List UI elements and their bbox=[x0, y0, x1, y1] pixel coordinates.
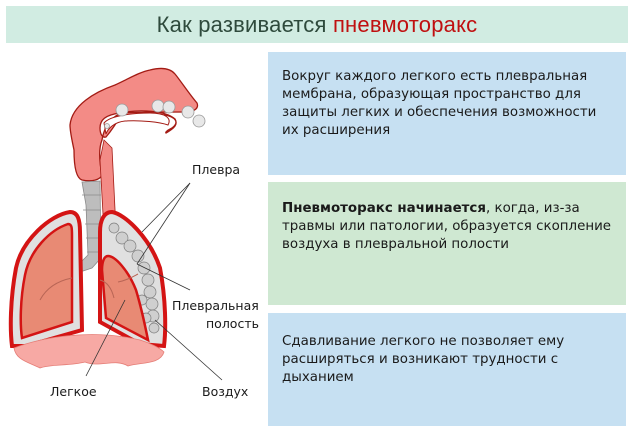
diaphragm-shape bbox=[13, 334, 165, 369]
head-cavity-shape bbox=[69, 67, 199, 182]
info-box-highlight: Пневмоторакс начинается bbox=[282, 201, 486, 216]
title-text: Как развивается bbox=[156, 11, 333, 37]
title-accent: пневмоторакс bbox=[332, 11, 478, 37]
label-pleura: Плевра bbox=[192, 162, 241, 177]
info-box-pneumothorax-start: Пневмоторакс начинается, когда, из-за тр… bbox=[268, 182, 626, 305]
leader-lines bbox=[85, 182, 223, 381]
title-banner: Как развивается пневмоторакс bbox=[6, 6, 628, 43]
info-box-pleura-text: Вокруг каждого легкого есть плевральная … bbox=[282, 69, 597, 138]
info-box-compression: Сдавливание легкого не позволяет ему рас… bbox=[268, 313, 626, 426]
oral-cavity-shape bbox=[103, 112, 170, 135]
pleural-air-bubbles bbox=[108, 222, 160, 334]
left-lung bbox=[19, 222, 74, 340]
label-lung: Легкое bbox=[50, 384, 97, 399]
respiratory-system-illustration bbox=[8, 67, 223, 381]
trachea-shape bbox=[77, 180, 102, 273]
label-pleural-cavity-line1: Плевральная bbox=[172, 298, 259, 313]
info-box-pleura: Вокруг каждого легкого есть плевральная … bbox=[268, 52, 626, 175]
info-box-pneumothorax-text: , когда, из-за травмы или патологии, обр… bbox=[282, 201, 612, 252]
label-air: Воздух bbox=[202, 384, 249, 399]
label-pleural-cavity-line2: полость bbox=[206, 316, 259, 331]
info-box-compression-text: Сдавливание легкого не позволяет ему рас… bbox=[282, 334, 565, 385]
nasal-air-bubbles bbox=[104, 99, 206, 129]
right-lung-collapsed bbox=[100, 254, 150, 343]
page-title: Как развивается пневмоторакс bbox=[157, 12, 478, 38]
bronchi-shape bbox=[39, 273, 139, 301]
anatomy-diagram: Плевра Плевральная полость Легкое Воздух bbox=[0, 48, 268, 434]
